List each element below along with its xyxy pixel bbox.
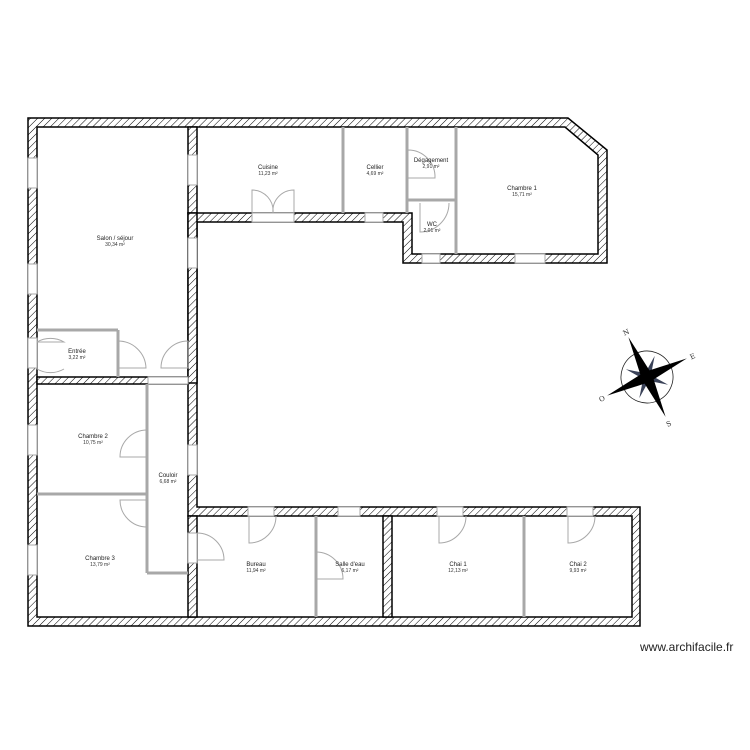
svg-text:6,17 m²: 6,17 m² [342,568,359,574]
compass-rose-icon: N E S O [598,328,697,429]
room-wc: WC2,01 m² [424,222,441,234]
svg-text:Cellier: Cellier [366,165,383,171]
exterior-walls [27,117,641,627]
svg-text:Dégagement: Dégagement [414,158,449,164]
svg-text:Salle d'eau: Salle d'eau [335,562,365,568]
svg-text:10,75 m²: 10,75 m² [83,440,103,446]
svg-text:Chai 1: Chai 1 [449,562,467,568]
svg-text:Couloir: Couloir [158,473,177,479]
wall-bureau-chambre3 [187,515,198,618]
room-chambre-2: Chambre 210,75 m² [78,434,108,446]
windows [27,154,594,576]
couloir-opening [147,376,189,385]
svg-text:Chambre 1: Chambre 1 [507,186,537,192]
doors [36,149,596,580]
svg-text:WC: WC [427,222,438,228]
watermark[interactable]: www.archifacile.fr [640,640,734,654]
svg-text:15,71 m²: 15,71 m² [512,192,532,198]
svg-text:4,69 m²: 4,69 m² [367,171,384,177]
svg-text:3,22 m²: 3,22 m² [69,355,86,361]
svg-text:11,94 m²: 11,94 m² [246,568,266,574]
svg-text:2,91 m²: 2,91 m² [423,164,440,170]
compass-s: S [665,419,673,428]
svg-text:Salon / séjour: Salon / séjour [97,236,134,242]
svg-text:Chambre 3: Chambre 3 [85,556,115,562]
room-chai-2: Chai 29,93 m² [569,562,587,574]
compass-n: N [622,328,631,338]
svg-text:Bureau: Bureau [246,562,265,568]
svg-text:Chambre 2: Chambre 2 [78,434,108,440]
svg-text:9,93 m²: 9,93 m² [570,568,587,574]
svg-text:12,13 m²: 12,13 m² [448,568,468,574]
partitions [37,127,526,617]
svg-text:11,23 m²: 11,23 m² [258,171,278,177]
compass-o: O [598,394,607,404]
svg-text:Chai 2: Chai 2 [569,562,587,568]
svg-text:2,01 m²: 2,01 m² [424,228,441,234]
wall-salledeau-chai1 [382,515,393,618]
compass-e: E [689,352,697,361]
room-chambre-3: Chambre 313,79 m² [85,556,115,568]
wall-salon-couloir [187,212,198,384]
svg-text:Cuisine: Cuisine [258,165,279,171]
svg-text:Entrée: Entrée [68,349,86,355]
svg-text:30,34 m²: 30,34 m² [105,242,125,248]
room-chai-1: Chai 112,13 m² [448,562,468,574]
svg-text:13,79 m²: 13,79 m² [90,562,110,568]
room-chambre-1: Chambre 115,71 m² [507,186,537,198]
svg-text:6,68 m²: 6,68 m² [160,479,177,485]
